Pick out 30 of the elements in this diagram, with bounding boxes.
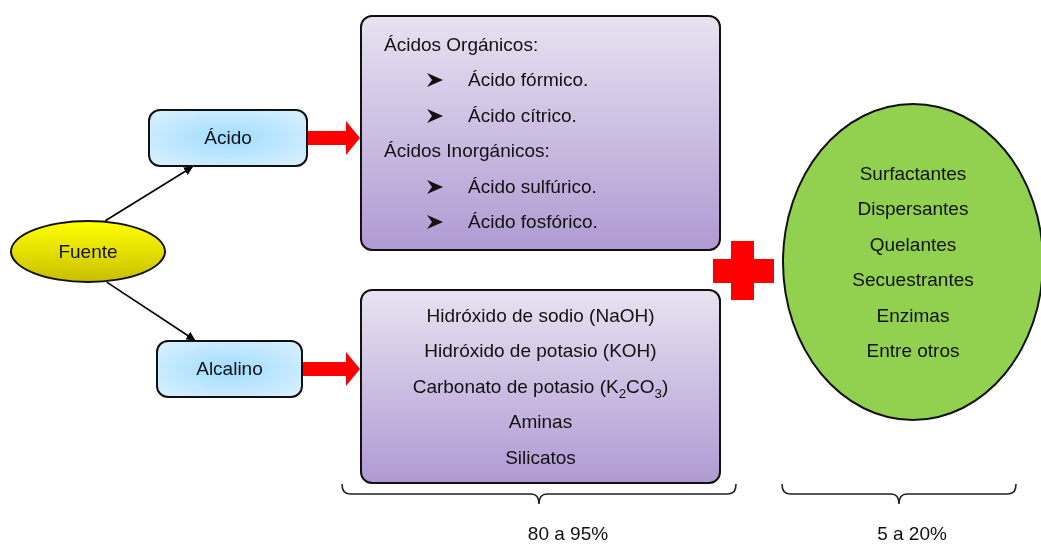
category-box xyxy=(156,340,303,398)
list-item: Ácido cítrico. xyxy=(468,97,577,133)
category-box xyxy=(148,109,308,167)
arrow xyxy=(104,166,194,222)
node-text: Surfactantes xyxy=(859,161,967,186)
node-text: Hidróxido de potasio (KOH) xyxy=(424,339,657,364)
acid-list-box xyxy=(360,15,721,251)
node-text: Aminas xyxy=(508,410,573,435)
node-text: Entre otros xyxy=(866,339,960,363)
node-text: Fuente xyxy=(58,239,118,264)
list-item: Ácido fosfórico. xyxy=(468,204,598,240)
node-text: Alcalino xyxy=(196,357,263,382)
node-text: Hidróxido de sodio (NaOH) xyxy=(426,303,655,328)
list-heading: Ácidos Inorgánicos: xyxy=(384,139,550,163)
node-text: Ácido xyxy=(204,126,252,151)
arrow xyxy=(105,281,196,341)
list-item: Ácido fórmico. xyxy=(468,62,589,98)
alkaline-list-box xyxy=(360,289,721,484)
list-heading: Ácidos Orgánicos: xyxy=(384,32,539,57)
percentage-label: 5 a 20% xyxy=(876,523,948,545)
node-text: Quelantes xyxy=(869,232,957,257)
list-item: Ácido sulfúrico. xyxy=(468,168,597,204)
node-text: Enzimas xyxy=(876,303,950,328)
node-text: Dispersantes xyxy=(857,197,969,221)
node-text: Carbonato de potasio (K$_{2}$CO$_{3}$) xyxy=(412,374,669,403)
block-arrow xyxy=(303,352,360,386)
node-text: Silicatos xyxy=(505,445,576,470)
node-text: Secuestrantes xyxy=(852,268,974,292)
block-arrow xyxy=(308,121,360,155)
percentage-label: 80 a 95% xyxy=(526,523,610,545)
